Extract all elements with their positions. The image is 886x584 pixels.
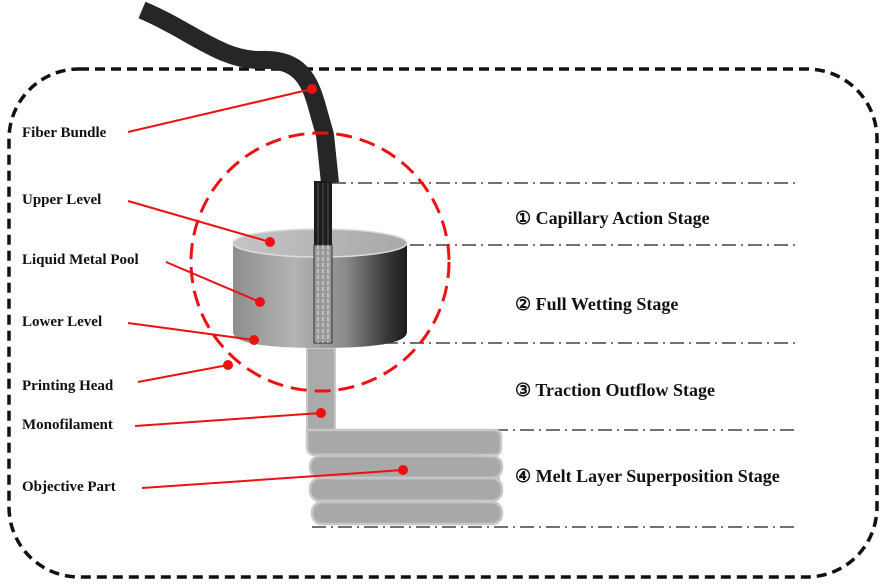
callout-printing-head	[137, 364, 229, 383]
stage-text: Traction Outflow Stage	[535, 380, 715, 400]
process-boundary	[7, 67, 879, 579]
callout-upper-level	[127, 200, 271, 243]
callout-objective-part	[141, 469, 404, 489]
callouts	[127, 84, 408, 489]
stage-text: Melt Layer Superposition Stage	[535, 466, 780, 486]
printing-head-circle	[189, 131, 451, 393]
label-upper-level: Upper Level	[22, 192, 102, 208]
fiber-bundle-shape	[138, 1, 339, 344]
label-printing-head: Printing Head	[22, 378, 114, 394]
stage-number: ④	[515, 466, 532, 486]
callout-fiber-bundle	[127, 88, 313, 133]
objective-part-gaps	[318, 453, 500, 503]
label-lower-level: Lower Level	[22, 314, 103, 330]
label-monofilament: Monofilament	[22, 417, 113, 433]
stage-melt-layer-superposition: ④ Melt Layer Superposition Stage	[515, 466, 780, 487]
stage-number: ③	[515, 380, 532, 400]
callout-monofilament	[134, 412, 322, 427]
stage-capillary-action: ① Capillary Action Stage	[515, 208, 710, 229]
label-objective-part: Objective Part	[22, 479, 116, 495]
stage-full-wetting: ② Full Wetting Stage	[515, 294, 678, 315]
label-liquid-metal-pool: Liquid Metal Pool	[22, 252, 139, 268]
stage-traction-outflow: ③ Traction Outflow Stage	[515, 380, 715, 401]
monofilament-shape	[306, 347, 336, 441]
callout-lower-level	[127, 322, 255, 341]
stage-number: ②	[515, 294, 532, 314]
stage-text: Full Wetting Stage	[535, 294, 679, 314]
callout-liquid-metal-pool	[165, 261, 261, 303]
stage-number: ①	[515, 208, 532, 228]
stage-text: Capillary Action Stage	[535, 208, 710, 228]
label-fiber-bundle: Fiber Bundle	[22, 125, 107, 141]
